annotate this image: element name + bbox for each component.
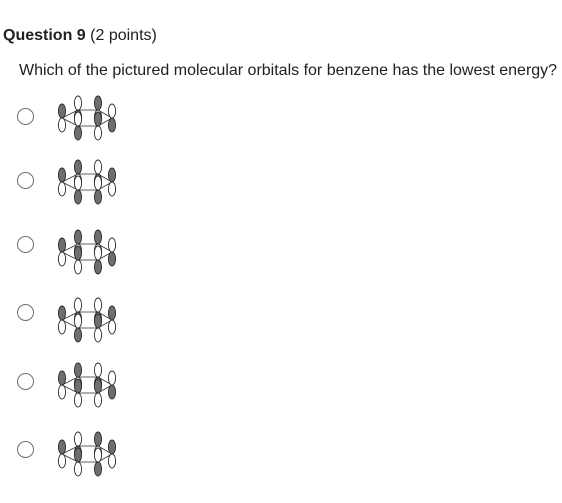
benzene-orbital-icon-3 (57, 229, 117, 275)
p-orbital-top-lobe (73, 175, 83, 191)
p-orbital-bottom-lobe (107, 251, 117, 267)
p-orbital-top-lobe (107, 439, 117, 455)
p-orbital-top-lobe (73, 95, 83, 111)
benzene-orbital-icon-5 (57, 362, 117, 408)
radio-button-5[interactable] (17, 373, 34, 390)
p-orbital-bottom-lobe (107, 181, 117, 197)
answer-option-4[interactable] (17, 297, 127, 350)
p-orbital-bottom-lobe (57, 384, 67, 400)
p-orbital-bottom-lobe (73, 392, 83, 408)
p-orbital-top-lobe (57, 305, 67, 321)
p-orbital-bottom-lobe (93, 461, 103, 477)
p-orbital-bottom-lobe (73, 189, 83, 205)
answer-option-6[interactable] (17, 431, 127, 484)
p-orbital-bottom-lobe (57, 117, 67, 133)
p-orbital-top-lobe (93, 378, 103, 394)
p-orbital-top-lobe (73, 447, 83, 463)
benzene-orbital-icon-6 (57, 431, 117, 477)
p-orbital-top-lobe (57, 370, 67, 386)
question-text: Which of the pictured molecular orbitals… (19, 62, 558, 79)
p-orbital-bottom-lobe (93, 392, 103, 408)
p-orbital-top-lobe (107, 305, 117, 321)
p-orbital-top-lobe (107, 370, 117, 386)
p-orbital-top-lobe (107, 167, 117, 183)
p-orbital-top-lobe (57, 103, 67, 119)
p-orbital-top-lobe (93, 159, 103, 175)
p-orbital-bottom-lobe (73, 259, 83, 275)
radio-button-3[interactable] (17, 236, 34, 253)
radio-button-1[interactable] (17, 108, 34, 125)
p-orbital-bottom-lobe (57, 453, 67, 469)
question-header: Question 9 (2 points) (3, 26, 157, 46)
radio-button-2[interactable] (17, 172, 34, 189)
p-orbital-bottom-lobe (57, 319, 67, 335)
p-orbital-top-lobe (107, 103, 117, 119)
p-orbital-top-lobe (93, 111, 103, 127)
answer-option-5[interactable] (17, 362, 127, 415)
p-orbital-bottom-lobe (73, 461, 83, 477)
ring-bond (61, 173, 113, 191)
p-orbital-top-lobe (73, 431, 83, 447)
p-orbital-bottom-lobe (93, 259, 103, 275)
p-orbital-top-lobe (93, 245, 103, 261)
benzene-orbital-icon-1 (57, 95, 117, 141)
benzene-orbital-icon-2 (57, 159, 117, 205)
ring-bond (61, 109, 113, 127)
p-orbital-top-lobe (73, 362, 83, 378)
p-orbital-top-lobe (93, 297, 103, 313)
p-orbital-top-lobe (93, 362, 103, 378)
p-orbital-bottom-lobe (107, 453, 117, 469)
p-orbital-top-lobe (73, 245, 83, 261)
p-orbital-bottom-lobe (93, 327, 103, 343)
answer-option-2[interactable] (17, 159, 127, 212)
p-orbital-top-lobe (57, 167, 67, 183)
question-number: Question 9 (3, 27, 86, 44)
p-orbital-top-lobe (73, 378, 83, 394)
p-orbital-top-lobe (93, 447, 103, 463)
ring-bond (61, 376, 113, 394)
benzene-orbital-icon-4 (57, 297, 117, 343)
p-orbital-bottom-lobe (57, 181, 67, 197)
answer-option-3[interactable] (17, 229, 127, 282)
p-orbital-bottom-lobe (107, 319, 117, 335)
p-orbital-bottom-lobe (107, 117, 117, 133)
ring-bond (61, 311, 113, 329)
p-orbital-top-lobe (73, 229, 83, 245)
radio-button-4[interactable] (17, 304, 34, 321)
p-orbital-bottom-lobe (73, 125, 83, 141)
radio-button-6[interactable] (17, 441, 34, 458)
p-orbital-bottom-lobe (93, 189, 103, 205)
p-orbital-bottom-lobe (93, 125, 103, 141)
p-orbital-top-lobe (93, 313, 103, 329)
p-orbital-top-lobe (93, 431, 103, 447)
p-orbital-top-lobe (93, 229, 103, 245)
p-orbital-top-lobe (73, 313, 83, 329)
p-orbital-bottom-lobe (57, 251, 67, 267)
question-points: (2 points) (90, 27, 157, 44)
p-orbital-top-lobe (73, 297, 83, 313)
p-orbital-bottom-lobe (107, 384, 117, 400)
p-orbital-top-lobe (93, 175, 103, 191)
p-orbital-top-lobe (73, 159, 83, 175)
ring-bond (61, 445, 113, 463)
p-orbital-top-lobe (107, 237, 117, 253)
p-orbital-top-lobe (57, 237, 67, 253)
p-orbital-top-lobe (57, 439, 67, 455)
p-orbital-top-lobe (73, 111, 83, 127)
ring-bond (61, 243, 113, 261)
answer-option-1[interactable] (17, 95, 127, 148)
p-orbital-top-lobe (93, 95, 103, 111)
p-orbital-bottom-lobe (73, 327, 83, 343)
